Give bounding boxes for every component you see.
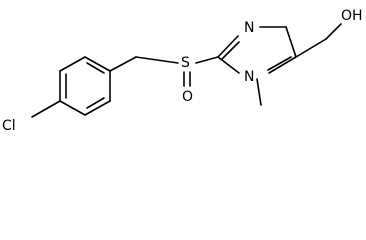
ring-nitrogen-top-label: N bbox=[244, 20, 254, 36]
bond-s-c2 bbox=[195, 56, 219, 64]
bond-ch2-oh bbox=[325, 23, 342, 40]
hydroxyl-label: OH bbox=[341, 8, 363, 24]
bond-ch2-s bbox=[135, 56, 179, 64]
structure-diagram: Cl S O N N OH bbox=[2, 8, 363, 134]
bond bbox=[84, 56, 111, 72]
bond-ring-ch2 bbox=[109, 56, 137, 72]
bond bbox=[59, 100, 86, 116]
bond bbox=[217, 56, 240, 74]
bond bbox=[217, 35, 239, 58]
chlorophenyl-ring bbox=[59, 56, 111, 116]
bond bbox=[84, 100, 111, 116]
sulfur-label: S bbox=[181, 55, 190, 71]
sulfoxide-oxygen-label: O bbox=[182, 89, 193, 105]
bond bbox=[285, 26, 297, 58]
double-bond-inner bbox=[86, 62, 105, 74]
bond-c-cl bbox=[31, 100, 61, 118]
double-bond-inner bbox=[267, 56, 292, 71]
bond bbox=[59, 56, 86, 72]
double-bond-inner bbox=[86, 97, 105, 109]
bond-c-ch2 bbox=[295, 38, 327, 58]
double-bond-inner bbox=[221, 41, 240, 60]
imidazole-ring bbox=[217, 26, 297, 74]
ring-nitrogen-methyl-label: N bbox=[244, 69, 254, 85]
bond bbox=[268, 56, 297, 74]
chlorine-label: Cl bbox=[2, 118, 16, 134]
bond-n-methyl bbox=[256, 78, 262, 106]
